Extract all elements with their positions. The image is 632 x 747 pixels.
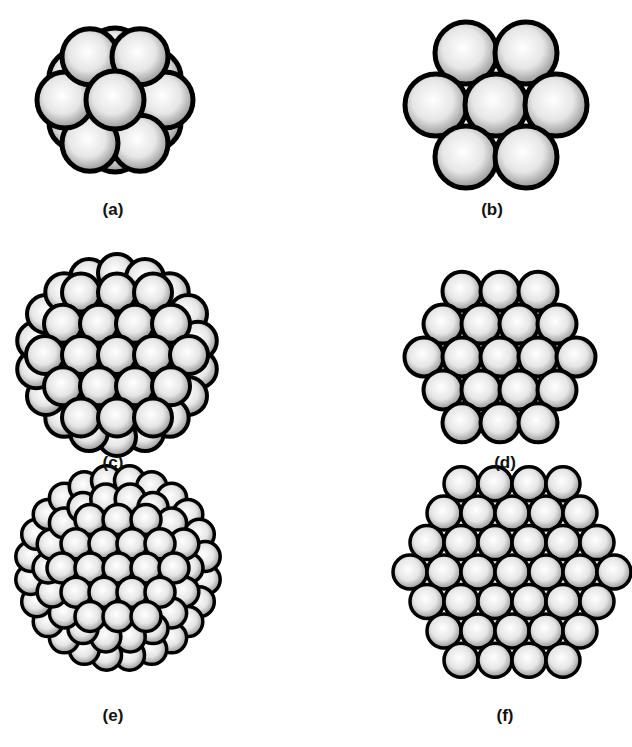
panel-label: (a)	[103, 200, 124, 220]
atom-sphere	[443, 403, 482, 442]
panel-label: (c)	[103, 453, 124, 473]
atom-sphere	[444, 643, 478, 677]
atom-sphere	[435, 126, 497, 188]
panel-label: (b)	[481, 200, 503, 220]
panel-label: (e)	[103, 706, 124, 726]
atom-sphere	[62, 398, 100, 436]
atom-sphere	[495, 126, 557, 188]
atom-sphere	[86, 71, 144, 129]
atom-sphere	[98, 398, 136, 436]
atom-sphere	[134, 398, 172, 436]
atom-sphere	[481, 403, 520, 442]
atom-sphere	[512, 643, 546, 677]
atom-sphere	[75, 602, 105, 632]
atom-sphere	[131, 602, 161, 632]
panel-label: (f)	[497, 706, 514, 726]
panel-label: (d)	[494, 453, 516, 473]
atom-sphere	[478, 643, 512, 677]
atom-sphere	[103, 602, 133, 632]
atom-sphere	[519, 403, 558, 442]
atom-sphere	[546, 643, 580, 677]
